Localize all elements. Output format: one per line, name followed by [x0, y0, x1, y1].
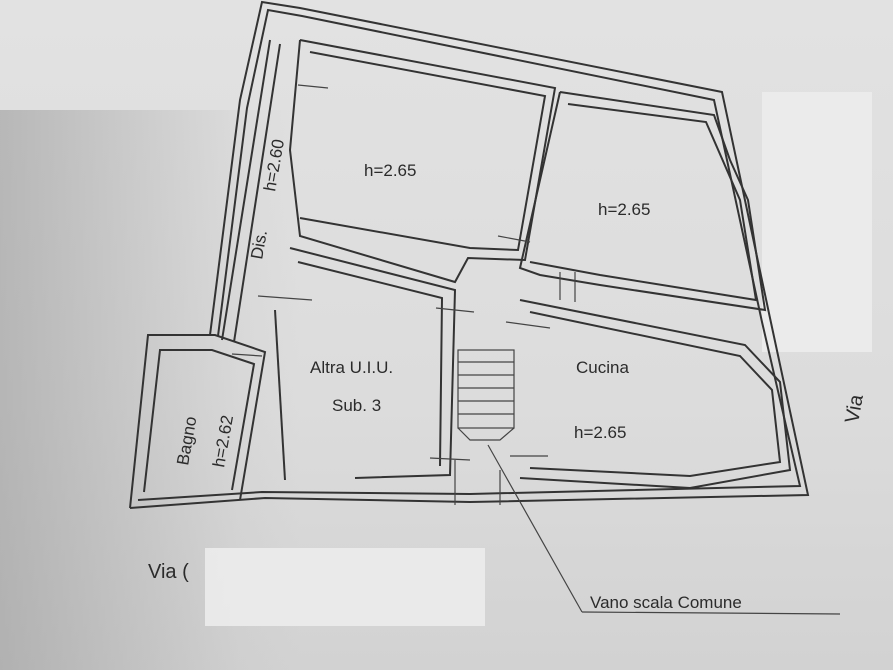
street-right-label: Via: [841, 392, 868, 425]
room-top-right-height: h=2.65: [598, 200, 650, 219]
kitchen-label: Cucina: [576, 358, 629, 377]
bath-label: Bagno: [173, 415, 200, 467]
corridor-label: Dis.: [247, 229, 271, 261]
kitchen-height: h=2.65: [574, 423, 626, 442]
stairwell-annotation: Vano scala Comune: [590, 593, 742, 612]
bath-height: h=2.62: [209, 414, 237, 469]
redaction-patch-right: [762, 92, 872, 352]
street-bottom-label: Via (: [148, 561, 189, 583]
room-top-left-height: h=2.65: [364, 161, 416, 180]
other-unit-sub: Sub. 3: [332, 396, 381, 415]
other-unit-label: Altra U.I.U.: [310, 358, 393, 377]
redaction-patch-bottom: [205, 548, 485, 626]
interior-walls: [231, 39, 841, 615]
outer-walls: [129, 0, 810, 509]
